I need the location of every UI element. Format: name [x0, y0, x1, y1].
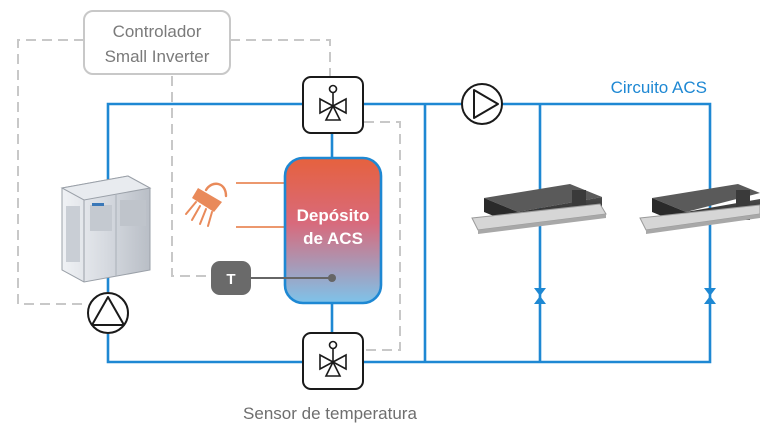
- hot-water-tank: Depósito de ACS: [283, 156, 383, 305]
- controller-label-line2: Small Inverter: [105, 47, 210, 66]
- three-way-valve-icon: [302, 76, 364, 134]
- control-wire-outdoor: [17, 39, 86, 305]
- sensor-symbol: T: [226, 271, 235, 288]
- ceiling-cassette-unit-icon: [639, 184, 760, 234]
- check-valve-icon: [704, 288, 716, 304]
- control-wiring: [17, 39, 401, 351]
- control-wire-top-valve: [230, 39, 331, 78]
- shower-icon: [185, 182, 228, 227]
- temperature-sensor: T: [211, 261, 336, 295]
- heater-lines: [236, 182, 286, 228]
- control-wire-sensor: [171, 76, 212, 277]
- outdoor-unit-icon: [60, 175, 152, 283]
- sensor-caption: Sensor de temperatura: [243, 404, 417, 423]
- controller-label-line1: Controlador: [113, 22, 202, 41]
- pump-icon: [87, 292, 129, 334]
- tank-label-line2: de ACS: [303, 229, 363, 248]
- control-wire-bottom-valve: [364, 121, 401, 351]
- pipe-main-loop: [106, 102, 712, 364]
- three-way-valve-icon: [302, 332, 364, 390]
- circuit-label: Circuito ACS: [611, 78, 707, 97]
- check-valve-icon: [534, 288, 546, 304]
- pipe-network: [106, 102, 712, 364]
- tank-label-line1: Depósito: [297, 206, 370, 225]
- pump-icon: [461, 83, 503, 125]
- controller-box: Controlador Small Inverter: [83, 10, 231, 75]
- ceiling-cassette-unit-icon: [471, 184, 607, 234]
